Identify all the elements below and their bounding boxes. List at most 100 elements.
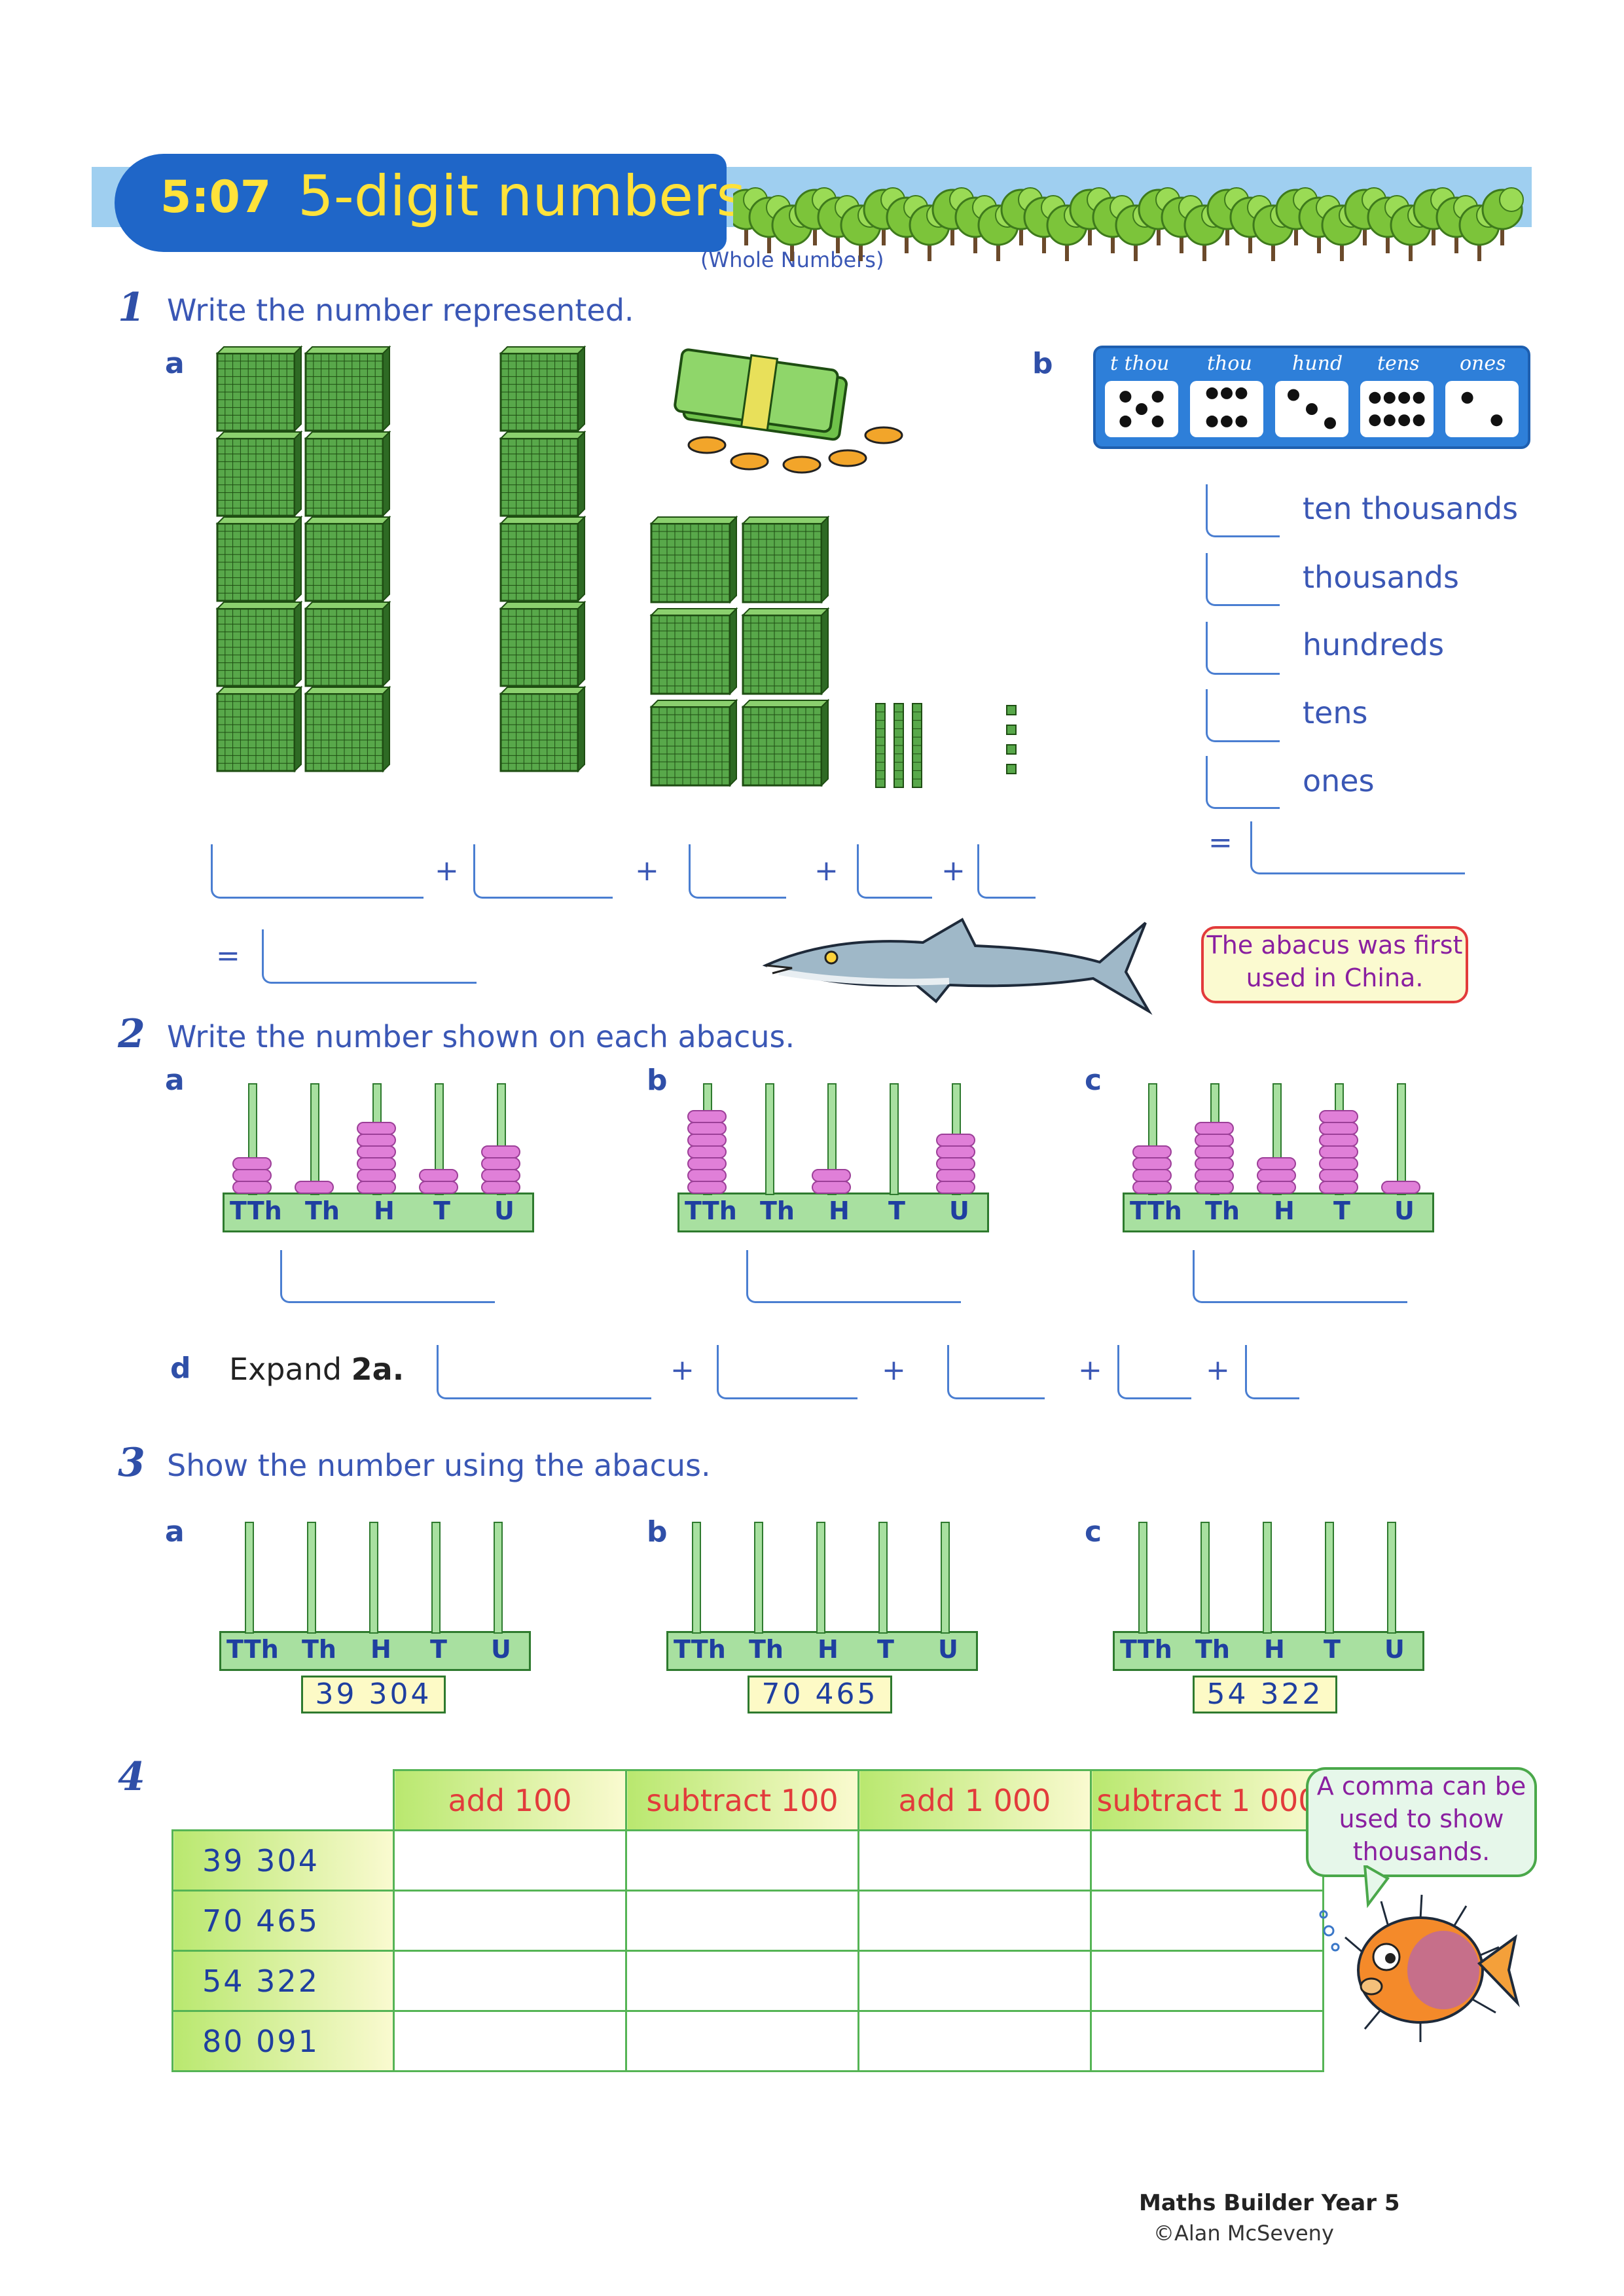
abacus-3a-rod[interactable] [494, 1522, 503, 1634]
label-hundreds: hundreds [1303, 627, 1445, 662]
abacus-2c-column-label: U [1394, 1196, 1415, 1225]
header-add-1000: add 1 000 [857, 1769, 1092, 1831]
answer-cell[interactable] [625, 1950, 859, 2012]
abacus-3c-rod[interactable] [1138, 1522, 1147, 1634]
answer-cell[interactable] [857, 1890, 1092, 1952]
abacus-3b-rod[interactable] [692, 1522, 701, 1634]
abacus-3a-rod[interactable] [431, 1522, 441, 1634]
abacus-2c-bead [1381, 1181, 1420, 1194]
answer-b-total[interactable] [1250, 821, 1465, 874]
answer-cell[interactable] [1090, 1890, 1324, 1952]
question-2-number: 2 [118, 1011, 145, 1057]
abacus-3c-column-label: U [1384, 1635, 1405, 1664]
abacus-2a-bead [232, 1169, 272, 1182]
answer-thousands[interactable] [1206, 553, 1280, 606]
answer-cell[interactable] [393, 1829, 627, 1892]
answer-2d-ten-thousands[interactable] [437, 1345, 651, 1399]
abacus-2b-bead [687, 1181, 727, 1194]
answer-cell[interactable] [393, 1890, 627, 1952]
answer-cell[interactable] [1090, 2010, 1324, 2072]
abacus-3a-column-label: H [370, 1635, 391, 1664]
abacus-2a-bead [419, 1181, 458, 1194]
answer-cell[interactable] [857, 1950, 1092, 2012]
abacus-3c-column-label: H [1264, 1635, 1285, 1664]
answer-2a[interactable] [280, 1250, 495, 1303]
abacus-2c-bead [1195, 1157, 1234, 1170]
abacus-2b-column-label: TTh [685, 1196, 737, 1225]
abacus-2a-bead [357, 1157, 396, 1170]
abacus-2c-bead [1319, 1157, 1358, 1170]
abacus-2b-bead [936, 1145, 975, 1158]
answer-a-ones[interactable] [977, 844, 1036, 899]
abacus-2a-rod [435, 1083, 444, 1195]
abacus-2a-bead [357, 1134, 396, 1147]
abacus-3b-rod[interactable] [878, 1522, 888, 1634]
abacus-2b-bead [812, 1169, 851, 1182]
dice-label-thou: thou [1207, 352, 1252, 375]
abacus-2c-bead [1195, 1122, 1234, 1135]
answer-2d-tens[interactable] [1117, 1345, 1191, 1399]
question-3-instruction: Show the number using the abacus. [167, 1448, 711, 1483]
plus-sign: + [814, 854, 839, 888]
abacus-3b-column-label: H [818, 1635, 839, 1664]
answer-cell[interactable] [857, 2010, 1092, 2072]
abacus-2c-bead [1319, 1134, 1358, 1147]
q4-table: add 100 subtract 100 add 1 000 subtract … [171, 1769, 1324, 2072]
answer-2d-hundreds[interactable] [947, 1345, 1045, 1399]
q2-part-b-label: b [647, 1064, 668, 1097]
answer-cell[interactable] [857, 1829, 1092, 1892]
answer-2b[interactable] [746, 1250, 961, 1303]
abacus-2c-bead [1319, 1145, 1358, 1158]
abacus-2c-bead [1132, 1169, 1172, 1182]
question-3-number: 3 [118, 1440, 145, 1486]
abacus-2b-bead [687, 1157, 727, 1170]
abacus-3b-rod[interactable] [754, 1522, 763, 1634]
header-subtract-100: subtract 100 [625, 1769, 859, 1831]
answer-a-ten-thousands[interactable] [211, 844, 424, 899]
abacus-3b-rod[interactable] [816, 1522, 825, 1634]
answer-cell[interactable] [1090, 1829, 1324, 1892]
abacus-2b-column-label: T [888, 1196, 905, 1225]
abacus-3c-rod[interactable] [1200, 1522, 1210, 1634]
abacus-3c-rod[interactable] [1387, 1522, 1396, 1634]
abacus-2a-bead [419, 1169, 458, 1182]
plus-sign: + [1206, 1354, 1230, 1387]
abacus-3b-column-label: Th [749, 1635, 784, 1664]
abacus-2b-bead [812, 1181, 851, 1194]
answer-cell[interactable] [1090, 1950, 1324, 2012]
abacus-3a-rod[interactable] [245, 1522, 254, 1634]
abacus-2a-bead [357, 1122, 396, 1135]
abacus-2a-bead [481, 1169, 520, 1182]
q3b-number: 70 465 [748, 1676, 892, 1713]
abacus-3b-rod[interactable] [941, 1522, 950, 1634]
answer-a-tens[interactable] [857, 844, 932, 899]
abacus-3a-rod[interactable] [307, 1522, 316, 1634]
answer-tens[interactable] [1206, 689, 1280, 742]
answer-a-thousands[interactable] [473, 844, 613, 899]
abacus-2b-bead [687, 1122, 727, 1135]
answer-a-total[interactable] [262, 929, 477, 984]
answer-cell[interactable] [625, 1890, 859, 1952]
abacus-2c-bead [1195, 1181, 1234, 1194]
answer-hundreds[interactable] [1206, 622, 1280, 675]
abacus-2c-bead [1132, 1145, 1172, 1158]
abacus-3c-rod[interactable] [1263, 1522, 1272, 1634]
abacus-3c-rod[interactable] [1325, 1522, 1334, 1634]
answer-2d-thousands[interactable] [717, 1345, 857, 1399]
answer-cell[interactable] [625, 2010, 859, 2072]
answer-a-hundreds[interactable] [689, 844, 786, 899]
abacus-2b-bead [936, 1169, 975, 1182]
answer-ones[interactable] [1206, 756, 1280, 809]
answer-ten-thousands[interactable] [1206, 484, 1280, 537]
die-face [1190, 381, 1263, 437]
abacus-2c-column-label: TTh [1130, 1196, 1182, 1225]
answer-cell[interactable] [625, 1829, 859, 1892]
abacus-2b-bead [687, 1169, 727, 1182]
answer-cell[interactable] [393, 1950, 627, 2012]
answer-2c[interactable] [1193, 1250, 1407, 1303]
abacus-2a-base [223, 1193, 534, 1232]
abacus-3a-rod[interactable] [369, 1522, 378, 1634]
answer-2d-ones[interactable] [1245, 1345, 1299, 1399]
title-pill [115, 154, 727, 252]
answer-cell[interactable] [393, 2010, 627, 2072]
